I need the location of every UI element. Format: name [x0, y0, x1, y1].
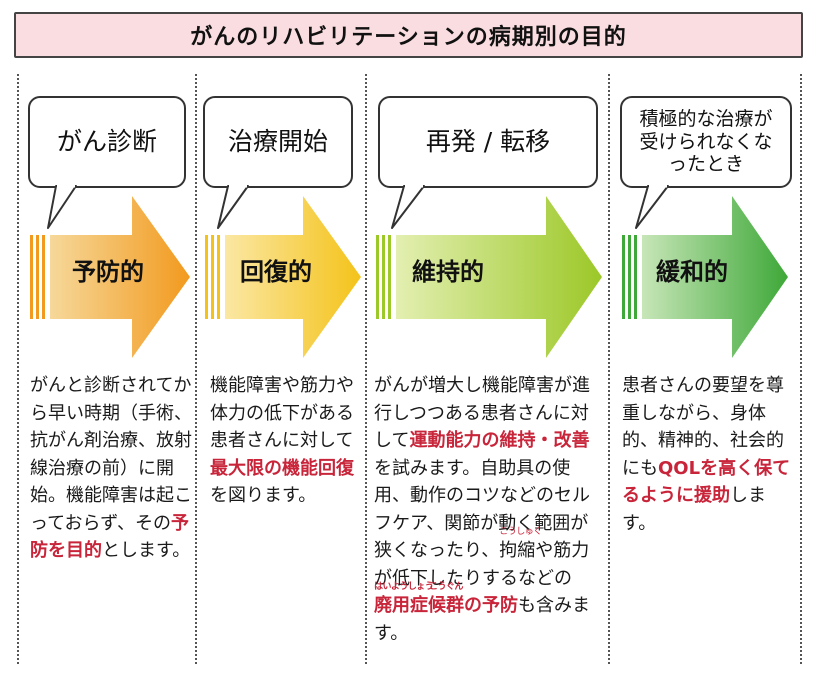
stage-4-arrow-label: 緩和的	[656, 258, 728, 286]
desc-highlight: 廃用症	[374, 595, 428, 616]
stage-3-description: がんが増大し機能障害が進行しつつある患者さんに対して運動能力の維持・改善を試みま…	[374, 372, 604, 647]
title-banner: がんのリハビリテーションの病期別の目的	[14, 12, 803, 58]
stage-3-bubble-text: 再発 / 転移	[425, 126, 551, 156]
speech-bubble-tail	[47, 184, 77, 229]
stage-4-bubble-text: 積極的な治療が受けられなくなったとき	[639, 107, 773, 176]
furigana: はいようしょう	[374, 582, 434, 592]
stage-3-arrow-label: 維持的	[412, 258, 484, 286]
desc-highlight: 運動能力の維持・改善	[409, 430, 590, 451]
stage-3-arrow	[376, 196, 602, 358]
desc-text: します。	[622, 485, 766, 534]
speech-bubble-tail	[217, 184, 249, 229]
stage-2-bubble: 治療開始	[203, 96, 353, 188]
divider-line	[17, 74, 19, 664]
stage-4-bubble: 積極的な治療が受けられなくなったとき	[620, 96, 792, 188]
stage-2-arrow	[205, 196, 361, 358]
stage-4-arrow	[622, 196, 788, 358]
stage-2-description: 機能障害や筋力や体力の低下がある患者さんに対して最大限の機能回復を図ります。	[210, 372, 360, 510]
speech-bubble-tail	[391, 184, 425, 229]
stage-3-bubble: 再発 / 転移	[378, 96, 598, 188]
speech-bubble-tail	[635, 184, 669, 229]
ruby-word: こうしゅく拘縮	[499, 528, 542, 565]
stage-4-description: 患者さんの要望を尊重しながら、身体的、精神的、社会的にもQOLを高く保てるように…	[622, 372, 792, 537]
stage-1-bubble-text: がん診断	[56, 126, 157, 156]
desc-text: がんと診断されてから早い時期（手術、抗がん剤治療、放射線治療の前）に開始。機能障…	[30, 375, 192, 534]
desc-text: を図ります。	[210, 485, 317, 506]
desc-highlight: の予防	[464, 595, 518, 616]
divider-line	[195, 74, 197, 664]
stage-1-arrow	[30, 196, 190, 358]
divider-line	[800, 74, 802, 664]
desc-text: も含みます。	[374, 595, 590, 644]
divider-line	[365, 74, 367, 664]
desc-text: や筋力が低下したりするなどの	[374, 540, 590, 589]
desc-highlight: QOLを高く保てるように援助	[622, 457, 791, 507]
desc-text: 機能障害や筋力や体力の低下がある患者さんに対して	[210, 375, 354, 451]
stage-2-arrow-label: 回復的	[240, 258, 312, 286]
stage-2-bubble-text: 治療開始	[227, 126, 328, 156]
desc-text: 拘縮	[499, 540, 536, 561]
furigana: こうぐん	[428, 582, 464, 592]
ruby-word: こうぐん候群	[428, 583, 464, 620]
stage-1-description: がんと診断されてから早い時期（手術、抗がん剤治療、放射線治療の前）に開始。機能障…	[30, 372, 192, 565]
diagram-title: がんのリハビリテーションの病期別の目的	[190, 25, 627, 50]
desc-text: がんが増大し機能障害が進行しつつある患者さんに対して	[374, 375, 590, 451]
ruby-word: はいようしょう廃用症	[374, 583, 434, 620]
desc-text: とします。	[102, 540, 191, 561]
desc-text: を試みます。自助具の使用、動作のコツなどのセルフケア、関節が動く範囲が狭くなった…	[374, 457, 590, 562]
divider-line	[608, 74, 610, 664]
furigana: こうしゅく	[499, 527, 542, 537]
stage-1-arrow-label: 予防的	[72, 258, 144, 286]
desc-text: 患者さんの要望を尊重しながら、身体的、精神的、社会的にも	[622, 375, 784, 479]
stage-1-bubble: がん診断	[28, 96, 186, 188]
desc-highlight: 予防を目的	[30, 512, 189, 562]
desc-highlight: 最大限の機能回復	[210, 457, 354, 479]
desc-highlight: 候群	[428, 595, 464, 616]
